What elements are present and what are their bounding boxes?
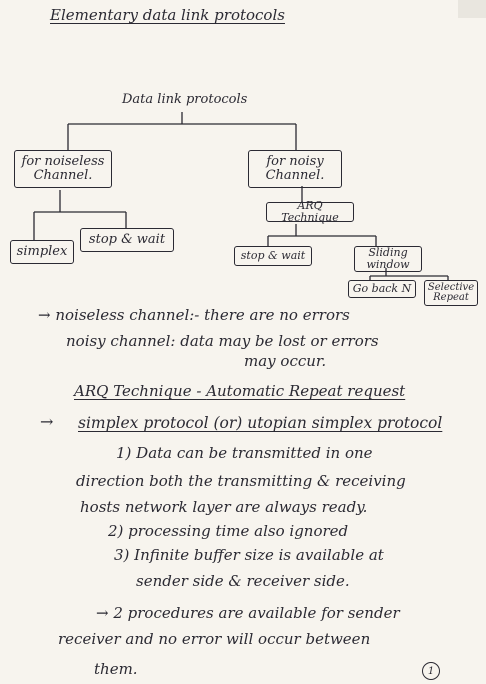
- node-noiseless: for noiseless Channel.: [14, 150, 112, 188]
- point-1-line-2: direction both the transmitting & receiv…: [76, 472, 406, 490]
- note-noiseless: → noiseless channel:- there are no error…: [38, 306, 350, 324]
- page-corner: [458, 0, 486, 18]
- node-noisy: for noisy Channel.: [248, 150, 342, 188]
- procedures-line-2: receiver and no error will occur between: [58, 630, 371, 648]
- page-number: 1: [422, 662, 440, 680]
- point-1-line-3: hosts network layer are always ready.: [80, 498, 368, 516]
- arq-prefix: ARQ Technique -: [74, 382, 207, 400]
- node-stop-wait-noiseless: stop & wait: [80, 228, 174, 252]
- arq-expansion: Automatic Repeat request: [206, 382, 406, 400]
- arq-definition: ARQ Technique - Automatic Repeat request: [74, 382, 405, 400]
- diagram-root: Data link protocols: [122, 92, 248, 107]
- point-3-line-2: sender side & receiver side.: [136, 572, 350, 590]
- node-simplex: simplex: [10, 240, 74, 264]
- node-selective-repeat: Selective Repeat: [424, 280, 478, 306]
- point-2: 2) processing time also ignored: [108, 522, 349, 540]
- node-arq: ARQ Technique: [266, 200, 354, 224]
- node-sliding-window: Sliding window: [354, 246, 422, 272]
- node-go-back-n: Go back N: [348, 280, 416, 298]
- procedures-line-3: them.: [94, 660, 138, 678]
- simplex-arrow: →: [40, 412, 54, 431]
- procedures-line-1: → 2 procedures are available for sender: [96, 604, 400, 622]
- point-3-line-1: 3) Infinite buffer size is available at: [114, 546, 384, 564]
- note-noisy-cont: may occur.: [244, 352, 327, 370]
- note-noisy: noisy channel: data may be lost or error…: [66, 332, 379, 350]
- page-title: Elementary data link protocols: [50, 6, 285, 24]
- point-1-line-1: 1) Data can be transmitted in one: [116, 444, 373, 462]
- simplex-heading: simplex protocol (or) utopian simplex pr…: [78, 414, 443, 432]
- node-stop-wait-noisy: stop & wait: [234, 246, 312, 266]
